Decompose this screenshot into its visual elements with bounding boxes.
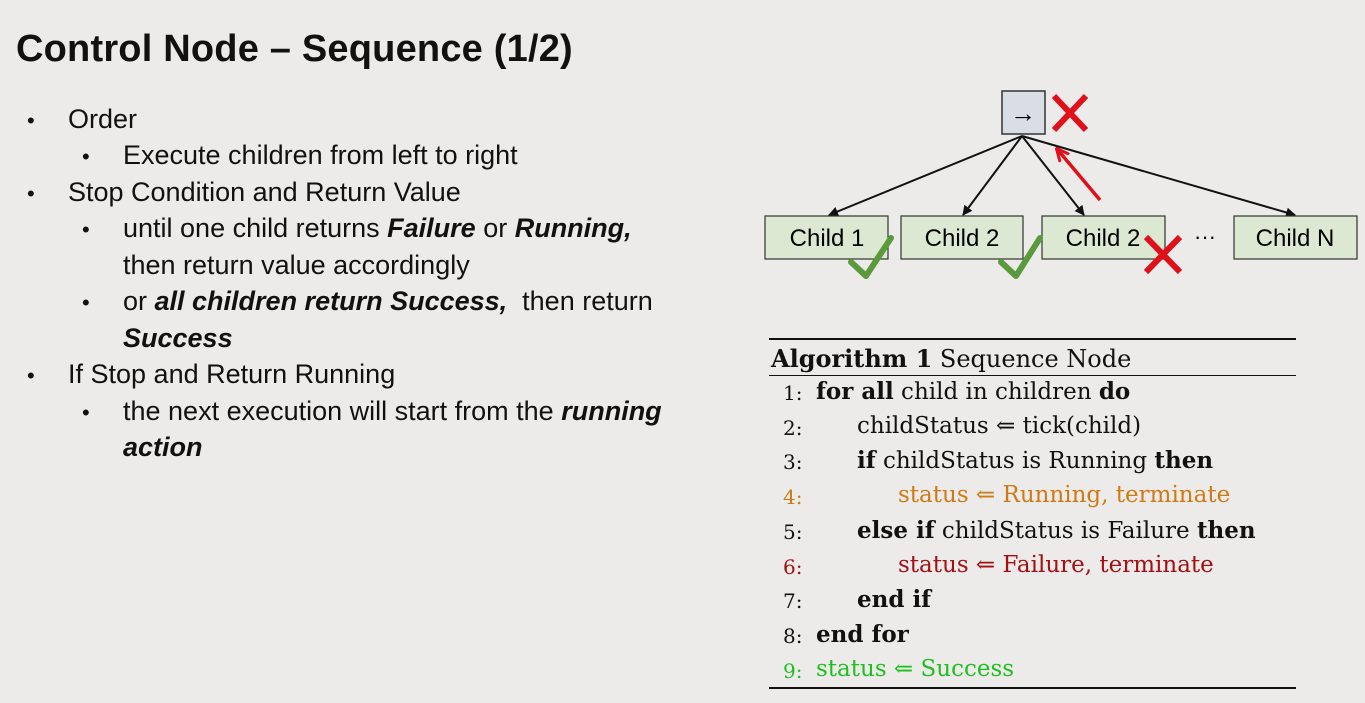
failure-cross-icon bbox=[1051, 93, 1089, 133]
sequence-arrow-symbol: → bbox=[1010, 98, 1036, 128]
edge-root-child2b bbox=[1021, 135, 1085, 216]
child-node-1-label: Child 1 bbox=[790, 225, 865, 252]
emphasis-all-success: all children return Success, bbox=[154, 286, 508, 316]
rule bbox=[769, 687, 1296, 689]
edge-root-child1 bbox=[828, 135, 1023, 217]
text-segment: until one child returns bbox=[123, 213, 388, 243]
child-node-n bbox=[1233, 215, 1358, 260]
text-segment: then return bbox=[507, 286, 653, 316]
caption-bold: Algorithm 1 bbox=[771, 344, 933, 373]
sequence-tree-diagram: → Child 1 Child 2 Child 2 ··· Child N bbox=[764, 90, 1358, 279]
algorithm-line-7: end if bbox=[857, 586, 931, 613]
emphasis-failure: Failure bbox=[387, 213, 476, 243]
child-node-3 bbox=[1041, 215, 1166, 260]
page-title: Control Node – Sequence (1/2) bbox=[16, 28, 573, 70]
algorithm-line-number: 8: bbox=[783, 623, 803, 648]
algorithm-line-number: 6: bbox=[783, 554, 803, 579]
bullet-continuation: Success bbox=[123, 325, 233, 352]
algorithm-line-number: 2: bbox=[783, 415, 803, 440]
bullet-dot: • bbox=[27, 108, 35, 133]
emphasis-success: Success bbox=[123, 323, 233, 353]
algorithm-block: Algorithm 1 Sequence Node 1: for all chil… bbox=[769, 338, 1296, 689]
code-text: childStatus is Failure bbox=[934, 517, 1197, 544]
algorithm-line-1: for all child in children do bbox=[816, 378, 1130, 405]
rule bbox=[769, 338, 1296, 340]
failure-cross-icon bbox=[1143, 234, 1183, 275]
keyword: do bbox=[1098, 378, 1131, 405]
child-node-n-label: Child N bbox=[1256, 225, 1335, 252]
bullet-stop-running: If Stop and Return Running bbox=[68, 359, 396, 389]
text-segment: or bbox=[123, 286, 155, 316]
bullet-until-one-child: until one child returns Failure or Runni… bbox=[123, 215, 632, 242]
emphasis-running-action: running bbox=[561, 396, 662, 426]
child-node-2 bbox=[900, 215, 1024, 260]
algorithm-line-number: 1: bbox=[783, 381, 803, 405]
emphasis-running: Running, bbox=[514, 213, 632, 243]
edge-root-child2 bbox=[962, 135, 1023, 216]
algorithm-caption: Algorithm 1 Sequence Node bbox=[771, 344, 1131, 373]
algorithm-line-number: 7: bbox=[783, 589, 803, 614]
bullet-order: Order bbox=[68, 104, 138, 134]
bullet-left-to-right: Execute children from left to right bbox=[123, 140, 518, 170]
text-segment: the next execution will start from the bbox=[123, 396, 562, 426]
text-segment: or bbox=[475, 213, 515, 243]
bullet-dot: • bbox=[82, 217, 90, 242]
bullet-next-execution: the next execution will start from the r… bbox=[123, 398, 662, 425]
algorithm-line-3: if childStatus is Running then bbox=[857, 447, 1213, 474]
algorithm-line-8: end for bbox=[816, 621, 909, 648]
code-text: status ⇐ Failure, terminate bbox=[898, 551, 1214, 578]
bullet-dot: • bbox=[27, 181, 35, 206]
sequence-root-node bbox=[1001, 90, 1046, 135]
algorithm-line-2: childStatus ⇐ tick(child) bbox=[857, 413, 1141, 439]
child-node-1 bbox=[764, 215, 889, 260]
algorithm-line-6: status ⇐ Failure, terminate bbox=[898, 552, 1214, 578]
keyword: if bbox=[857, 447, 876, 475]
algorithm-line-number: 4: bbox=[783, 485, 803, 510]
bullet-stop-condition: Stop Condition and Return Value bbox=[68, 177, 461, 207]
success-check-icon bbox=[998, 235, 1043, 279]
bullet-dot: • bbox=[27, 363, 35, 388]
bullet-continuation: action bbox=[123, 434, 203, 461]
keyword: then bbox=[1154, 447, 1214, 475]
algorithm-line-number: 9: bbox=[783, 658, 803, 683]
algorithm-line-9: status ⇐ Success bbox=[816, 656, 1014, 682]
bullet-dot: • bbox=[82, 290, 90, 315]
algorithm-line-number: 3: bbox=[783, 450, 803, 475]
code-text: childStatus ⇐ tick(child) bbox=[857, 412, 1142, 439]
code-text: childStatus is Running bbox=[875, 448, 1155, 475]
emphasis-action: action bbox=[123, 432, 203, 462]
algorithm-line-4: status ⇐ Running, terminate bbox=[898, 482, 1230, 508]
bullet-continuation: then return value accordingly bbox=[123, 250, 470, 280]
child-node-3-label: Child 2 bbox=[1066, 225, 1141, 252]
bullet-dot: • bbox=[82, 144, 90, 169]
keyword: else if bbox=[857, 516, 935, 544]
code-text: child in children bbox=[893, 379, 1099, 405]
child-node-2-label: Child 2 bbox=[925, 225, 1000, 252]
ellipsis: ··· bbox=[1194, 224, 1216, 249]
code-text: status ⇐ Running, terminate bbox=[898, 482, 1231, 509]
return-arrow bbox=[1057, 149, 1102, 202]
caption-rest: Sequence Node bbox=[932, 345, 1132, 373]
code-text: status ⇐ Success bbox=[816, 655, 1015, 682]
success-check-icon bbox=[848, 235, 894, 279]
bullet-all-success: or all children return Success, then ret… bbox=[123, 288, 653, 315]
keyword: end for bbox=[816, 620, 909, 648]
edge-root-childN bbox=[1021, 135, 1296, 218]
keyword: for all bbox=[816, 378, 894, 405]
algorithm-line-number: 5: bbox=[783, 519, 803, 544]
keyword: then bbox=[1196, 516, 1256, 544]
bullet-dot: • bbox=[82, 400, 90, 425]
algorithm-line-5: else if childStatus is Failure then bbox=[857, 517, 1256, 544]
rule bbox=[769, 375, 1296, 376]
keyword: end if bbox=[857, 586, 932, 614]
